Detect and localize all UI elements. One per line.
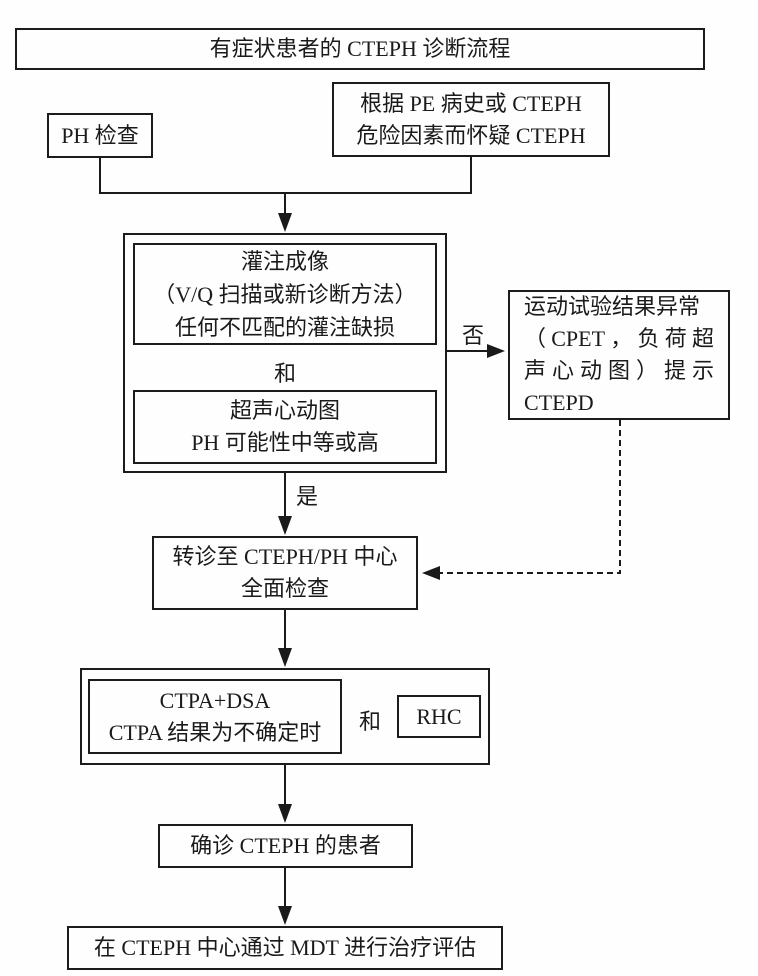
rhc-label: RHC [416,703,462,729]
mdt-evaluation-box: 在 CTEPH 中心通过 MDT 进行治疗评估 [67,926,503,970]
and-inner-label: 和 [273,361,296,386]
exercise-line2: （CPET，负荷超 [524,326,714,351]
suspect-cteph-box: 根据 PE 病史或 CTEPH 危险因素而怀疑 CTEPH [332,82,610,157]
arrow-ctpa-to-confirmed-head [278,804,292,823]
arrow-confirmed-to-mdt-head [278,906,292,925]
exercise-line4: CTEPD [524,390,594,415]
exercise-test-box: 运动试验结果异常 （CPET，负荷超 声心动图）提示 CTEPD [508,290,730,420]
yes-arrow-head [278,516,292,535]
echo-box: 超声心动图 PH 可能性中等或高 [133,390,437,464]
confirmed-cteph-box: 确诊 CTEPH 的患者 [158,824,413,868]
suspect-line2: 危险因素而怀疑 CTEPH [356,122,586,148]
rhc-box: RHC [397,695,481,738]
arrow-to-perfusion-head [278,213,292,232]
dashed-connector-line [440,420,621,574]
perfusion-line1: 灌注成像 [240,248,329,274]
yes-label: 是 [296,484,319,509]
title-box: 有症状患者的 CTEPH 诊断流程 [15,28,705,70]
echo-line2: PH 可能性中等或高 [191,430,379,455]
no-arrow-head [487,344,505,358]
ctpa-line1: CTPA+DSA [159,687,271,713]
merge-connector-line [99,157,472,194]
ctpa-line2: CTPA 结果为不确定时 [108,719,322,745]
echo-line1: 超声心动图 [229,398,340,423]
and-ctpa-label: 和 [358,709,381,734]
referral-line1: 转诊至 CTEPH/PH 中心 [172,544,398,569]
dashed-connector-head [422,566,440,580]
arrow-referral-to-ctpa-head [278,648,292,667]
ph-check-label: PH 检查 [61,122,139,148]
mdt-label: 在 CTEPH 中心通过 MDT 进行治疗评估 [93,935,477,960]
referral-line2: 全面检查 [240,576,329,601]
exercise-line1: 运动试验结果异常 [524,294,701,319]
flowchart-title: 有症状患者的 CTEPH 诊断流程 [209,36,511,61]
ph-check-box: PH 检查 [47,113,153,158]
confirmed-label: 确诊 CTEPH 的患者 [190,833,381,858]
referral-box: 转诊至 CTEPH/PH 中心 全面检查 [152,536,418,610]
no-label: 否 [462,323,485,348]
ctpa-dsa-box: CTPA+DSA CTPA 结果为不确定时 [88,679,342,754]
exercise-line3: 声心动图）提示 [524,358,714,383]
perfusion-line2: （V/Q 扫描或新诊断方法） [153,281,417,307]
suspect-line1: 根据 PE 病史或 CTEPH [360,90,582,116]
perfusion-line3: 任何不匹配的灌注缺损 [174,314,395,340]
perfusion-imaging-box: 灌注成像 （V/Q 扫描或新诊断方法） 任何不匹配的灌注缺损 [133,243,437,345]
